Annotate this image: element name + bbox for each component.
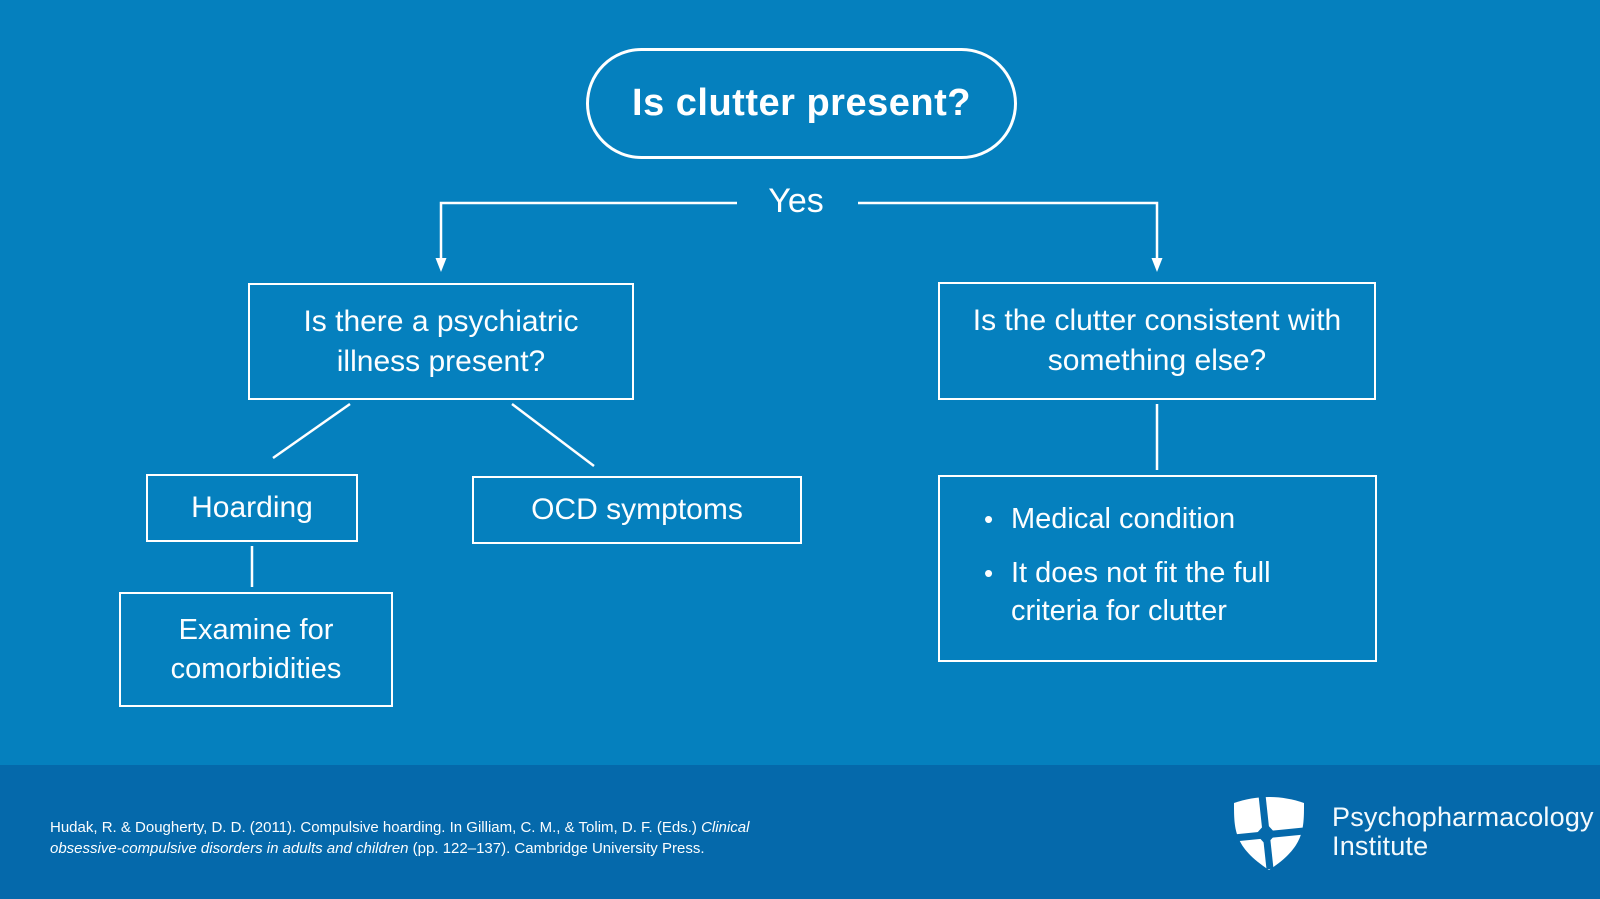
footer-band: Hudak, R. & Dougherty, D. D. (2011). Com… [0,765,1600,899]
connector-yes-right [858,201,1159,259]
arrow-down-right-icon [1151,258,1163,272]
citation-book-title: Clinical [701,819,750,836]
brand-name: Psychopharmacology Institute [1332,803,1594,861]
bullet-icon: • [984,504,994,534]
node-other-explanations: • Medical condition • It does not fit th… [938,475,1377,662]
list-item: • It does not fit the full criteria for … [984,554,1357,630]
brand-name-line1: Psychopharmacology [1332,802,1594,832]
node-examine-comorbidities: Examine for comorbidities [119,592,393,707]
citation-line-2: obsessive-compulsive disorders in adults… [50,838,810,859]
node-label: Is there a psychiatric illness present? [303,304,579,378]
list-item: • Medical condition [984,500,1357,538]
citation-book-title: obsessive-compulsive disorders in adults… [50,840,409,857]
outcome-text: Medical condition [1011,503,1236,535]
outcome-text: It does not fit the full criteria for cl… [1011,557,1271,627]
node-clutter-consistent: Is the clutter consistent with something… [938,282,1376,400]
connector-to-ocd [511,403,595,467]
citation-text: (pp. 122–137). Cambridge University Pres… [408,840,705,857]
node-label: Hoarding [191,491,313,524]
edge-label-yes: Yes [768,182,824,220]
brand-logo: Psychopharmacology Institute [1228,790,1594,874]
brand-name-line2: Institute [1332,831,1429,861]
node-hoarding: Hoarding [146,474,358,542]
citation-text: Hudak, R. & Dougherty, D. D. (2011). Com… [50,819,702,836]
citation: Hudak, R. & Dougherty, D. D. (2011). Com… [50,817,810,859]
bullet-icon: • [984,558,994,588]
node-label: OCD symptoms [531,493,743,526]
root-node-label: Is clutter present? [632,82,971,124]
citation-line-1: Hudak, R. & Dougherty, D. D. (2011). Com… [50,817,810,838]
shield-logo-icon [1233,794,1305,870]
connector-yes-left [439,201,737,259]
node-psychiatric-illness: Is there a psychiatric illness present? [248,283,634,400]
connector-to-hoarding [272,402,351,460]
arrow-down-left-icon [435,258,447,272]
node-ocd-symptoms: OCD symptoms [472,476,802,544]
node-label: Is the clutter consistent with something… [972,304,1342,377]
node-is-clutter-present: Is clutter present? [586,48,1017,159]
node-label: Examine for comorbidities [170,613,342,685]
